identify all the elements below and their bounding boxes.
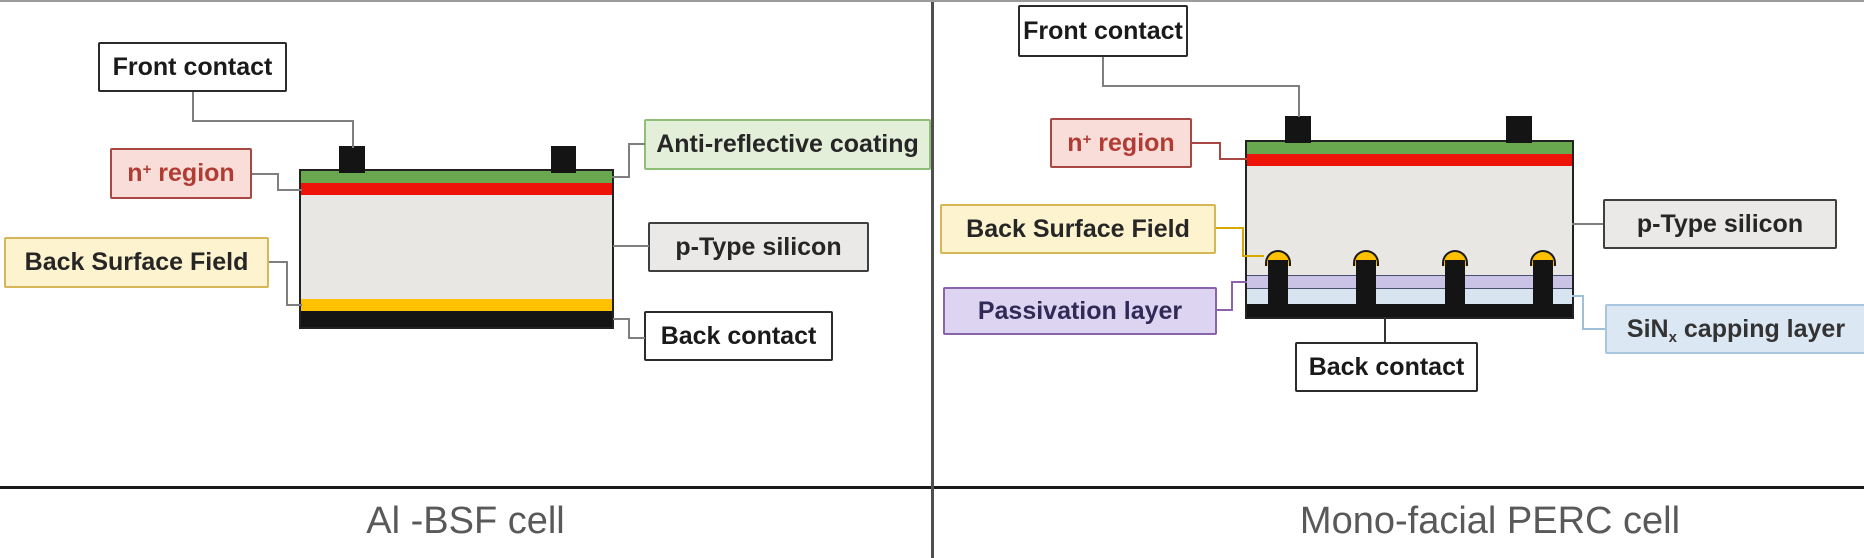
leader-bsf-right-h2: [1242, 255, 1264, 257]
layer-arc-left: [301, 171, 612, 183]
leader-front-contact-right-v1: [1102, 57, 1104, 87]
label-p-type-silicon-left-text: p-Type silicon: [675, 232, 842, 261]
leader-arc-h2: [628, 143, 645, 145]
back-contact-plug-1: [1268, 260, 1288, 317]
leader-back-contact-right-v: [1384, 317, 1386, 342]
label-front-contact-left: Front contact: [98, 42, 287, 92]
cell-outline-left: [299, 169, 614, 329]
label-back-surface-field-right-text: Back Surface Field: [966, 214, 1190, 243]
leader-p-type-left-h: [613, 245, 649, 247]
n-plus-superscript: +: [142, 161, 152, 179]
leader-back-contact-left-h2: [628, 337, 645, 339]
caption-mono-facial-perc-cell: Mono-facial PERC cell: [1023, 492, 1864, 550]
leader-n-region-left-v: [277, 173, 279, 191]
leader-sinx-v: [1582, 295, 1584, 330]
leader-p-type-right-h: [1572, 223, 1603, 225]
leader-bsf-left-h1: [269, 261, 288, 263]
back-contact-plug-4: [1533, 260, 1553, 317]
label-back-contact-right-text: Back contact: [1308, 352, 1465, 381]
layer-p-silicon-right: [1247, 166, 1572, 275]
leader-front-contact-right-h: [1102, 85, 1300, 87]
leader-front-contact-left-h: [192, 120, 354, 122]
label-back-contact-left: Back contact: [644, 311, 833, 361]
leader-passivation-h2: [1231, 281, 1247, 283]
cell-outline-right: [1245, 140, 1574, 319]
label-anti-reflective-coating: Anti-reflective coating: [644, 119, 931, 170]
front-contact-finger-left-1: [339, 146, 365, 173]
label-back-contact-right: Back contact: [1295, 342, 1478, 392]
label-front-contact-right-text: Front contact: [1023, 16, 1183, 45]
leader-bsf-left-h2: [286, 304, 302, 306]
leader-passivation-v: [1231, 281, 1233, 311]
n-plus-superscript: +: [1082, 130, 1092, 148]
label-sinx-capping-layer: SiNx capping layer: [1605, 304, 1864, 354]
label-front-contact-right: Front contact: [1018, 5, 1188, 57]
leader-front-contact-left-v2: [352, 120, 354, 148]
layer-n-emitter-left: [301, 183, 612, 195]
label-n-region-right: n+ region: [1050, 118, 1192, 168]
leader-sinx-h2: [1582, 328, 1605, 330]
label-p-type-silicon-right-text: p-Type silicon: [1636, 209, 1804, 238]
leader-back-contact-left-v: [628, 318, 630, 339]
leader-n-region-left-h2: [277, 189, 302, 191]
label-back-surface-field-left-text: Back Surface Field: [24, 248, 249, 276]
label-p-type-silicon-right: p-Type silicon: [1603, 199, 1837, 249]
label-front-contact-left-text: Front contact: [112, 52, 273, 81]
leader-n-region-right-h1: [1192, 142, 1221, 144]
label-n-region-right-text: n+ region: [1067, 128, 1175, 157]
label-passivation-layer-text: Passivation layer: [977, 296, 1183, 325]
leader-bsf-right-v: [1242, 227, 1244, 257]
label-passivation-layer: Passivation layer: [943, 287, 1217, 335]
front-contact-finger-right-2: [1506, 116, 1532, 143]
leader-n-region-left-h1: [252, 173, 279, 175]
leader-arc-h1: [612, 176, 630, 178]
leader-sinx-h1: [1572, 295, 1584, 297]
front-contact-finger-left-2: [551, 146, 576, 173]
layer-arc-right: [1247, 142, 1572, 154]
label-n-region-left: n+ region: [110, 148, 252, 199]
panel-divider-line: [931, 2, 934, 558]
layer-n-emitter-right: [1247, 154, 1572, 166]
leader-back-contact-left-h1: [613, 318, 630, 320]
label-p-type-silicon-left: p-Type silicon: [648, 222, 869, 272]
caption-al-bsf-cell: Al -BSF cell: [0, 492, 931, 550]
leader-n-region-right-h2: [1219, 158, 1247, 160]
sinx-subscript: x: [1668, 328, 1677, 346]
label-sinx-capping-layer-text: SiNx capping layer: [1626, 314, 1846, 346]
back-contact-plug-3: [1445, 260, 1465, 317]
leader-front-contact-right-v2: [1298, 85, 1300, 117]
label-anti-reflective-coating-text: Anti-reflective coating: [656, 130, 919, 158]
label-back-surface-field-left: Back Surface Field: [4, 237, 269, 288]
layer-back-contact-right: [1247, 304, 1572, 317]
caption-al-bsf-cell-text: Al -BSF cell: [366, 499, 565, 542]
label-back-contact-left-text: Back contact: [660, 321, 817, 350]
leader-bsf-right-h1: [1216, 227, 1244, 229]
label-back-surface-field-right: Back Surface Field: [940, 204, 1216, 254]
layer-back-contact-left: [301, 311, 612, 327]
leader-n-region-right-v: [1219, 142, 1221, 160]
layer-bsf-left: [301, 299, 612, 311]
leader-bsf-left-v: [286, 261, 288, 306]
layer-sinx-right: [1247, 289, 1572, 304]
leader-passivation-h1: [1217, 309, 1233, 311]
caption-mono-facial-perc-cell-text: Mono-facial PERC cell: [1299, 499, 1681, 542]
label-n-region-left-text: n+ region: [127, 159, 235, 187]
layer-p-silicon-left: [301, 195, 612, 299]
front-contact-finger-right-1: [1285, 116, 1311, 143]
leader-arc-v: [628, 143, 630, 178]
back-contact-plug-2: [1356, 260, 1376, 317]
layer-passivation-right: [1247, 275, 1572, 289]
leader-front-contact-left-v1: [192, 92, 194, 122]
